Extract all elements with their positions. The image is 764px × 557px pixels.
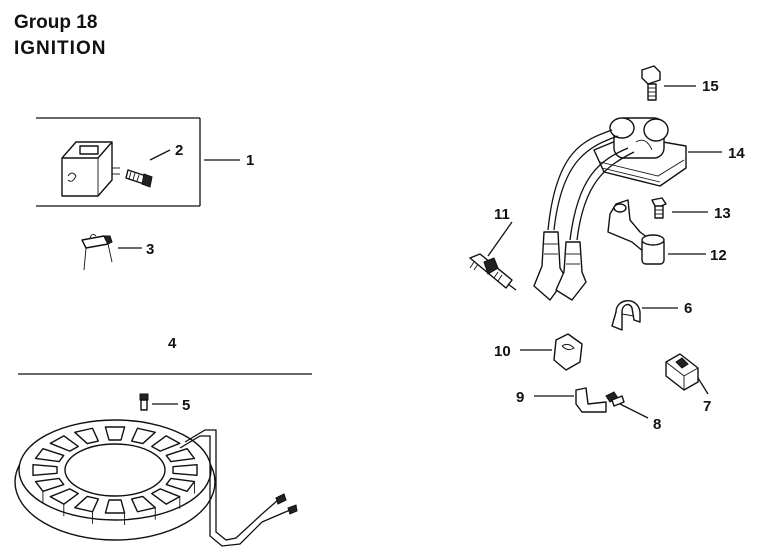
callout-7: 7 bbox=[703, 398, 711, 415]
power-pack-kit-bracket bbox=[36, 117, 201, 207]
leader-lines bbox=[118, 85, 722, 419]
coil-bracket bbox=[607, 199, 665, 265]
callout-8: 8 bbox=[653, 416, 661, 433]
high-tension-leads bbox=[547, 129, 635, 241]
callout-labels: 1 2 3 4 5 6 7 8 9 10 11 12 13 14 15 bbox=[146, 78, 745, 433]
stator-pole bbox=[151, 435, 181, 452]
stator-pole bbox=[49, 435, 79, 452]
callout-15: 15 bbox=[702, 78, 719, 95]
stator-pole bbox=[32, 464, 58, 476]
screw-2 bbox=[125, 169, 153, 188]
stator-pole bbox=[49, 488, 79, 505]
stator-pole bbox=[130, 495, 156, 513]
screw-5 bbox=[139, 393, 149, 411]
group-title: Group 18 bbox=[14, 12, 98, 33]
grommet-10 bbox=[553, 333, 583, 371]
terminal-3 bbox=[81, 233, 113, 271]
callout-12: 12 bbox=[710, 247, 727, 264]
callout-1: 1 bbox=[246, 152, 254, 169]
section-title: IGNITION bbox=[14, 38, 107, 59]
callout-4: 4 bbox=[168, 335, 177, 352]
screw-13 bbox=[651, 197, 667, 219]
callout-9: 9 bbox=[516, 389, 524, 406]
spark-plug bbox=[469, 253, 517, 291]
callout-5: 5 bbox=[182, 397, 190, 414]
stator-pole bbox=[74, 427, 100, 445]
callout-3: 3 bbox=[146, 241, 154, 258]
spark-plug-caps bbox=[533, 231, 587, 301]
callout-2: 2 bbox=[175, 142, 183, 159]
cap-7 bbox=[665, 353, 699, 391]
stator-pole bbox=[165, 447, 196, 463]
stator-pole bbox=[151, 488, 181, 505]
callout-13: 13 bbox=[714, 205, 731, 222]
clamp-6 bbox=[611, 300, 641, 331]
callout-10: 10 bbox=[494, 343, 511, 360]
stator-pole bbox=[165, 477, 196, 493]
stator-pole bbox=[34, 477, 65, 493]
ignition-coil bbox=[593, 117, 687, 187]
stator bbox=[14, 419, 298, 547]
clip-9 bbox=[575, 387, 607, 413]
power-pack bbox=[61, 141, 120, 197]
callout-14: 14 bbox=[728, 145, 745, 162]
bolt-15 bbox=[641, 65, 661, 101]
stator-pole bbox=[130, 427, 156, 445]
stator-pole bbox=[34, 447, 65, 463]
stator-pole bbox=[74, 495, 100, 513]
stator-pole bbox=[104, 426, 126, 441]
stator-pole bbox=[104, 499, 126, 514]
screw-8 bbox=[605, 391, 625, 407]
stator-pole bbox=[172, 464, 198, 476]
callout-11: 11 bbox=[494, 206, 510, 223]
callout-6: 6 bbox=[684, 300, 692, 317]
